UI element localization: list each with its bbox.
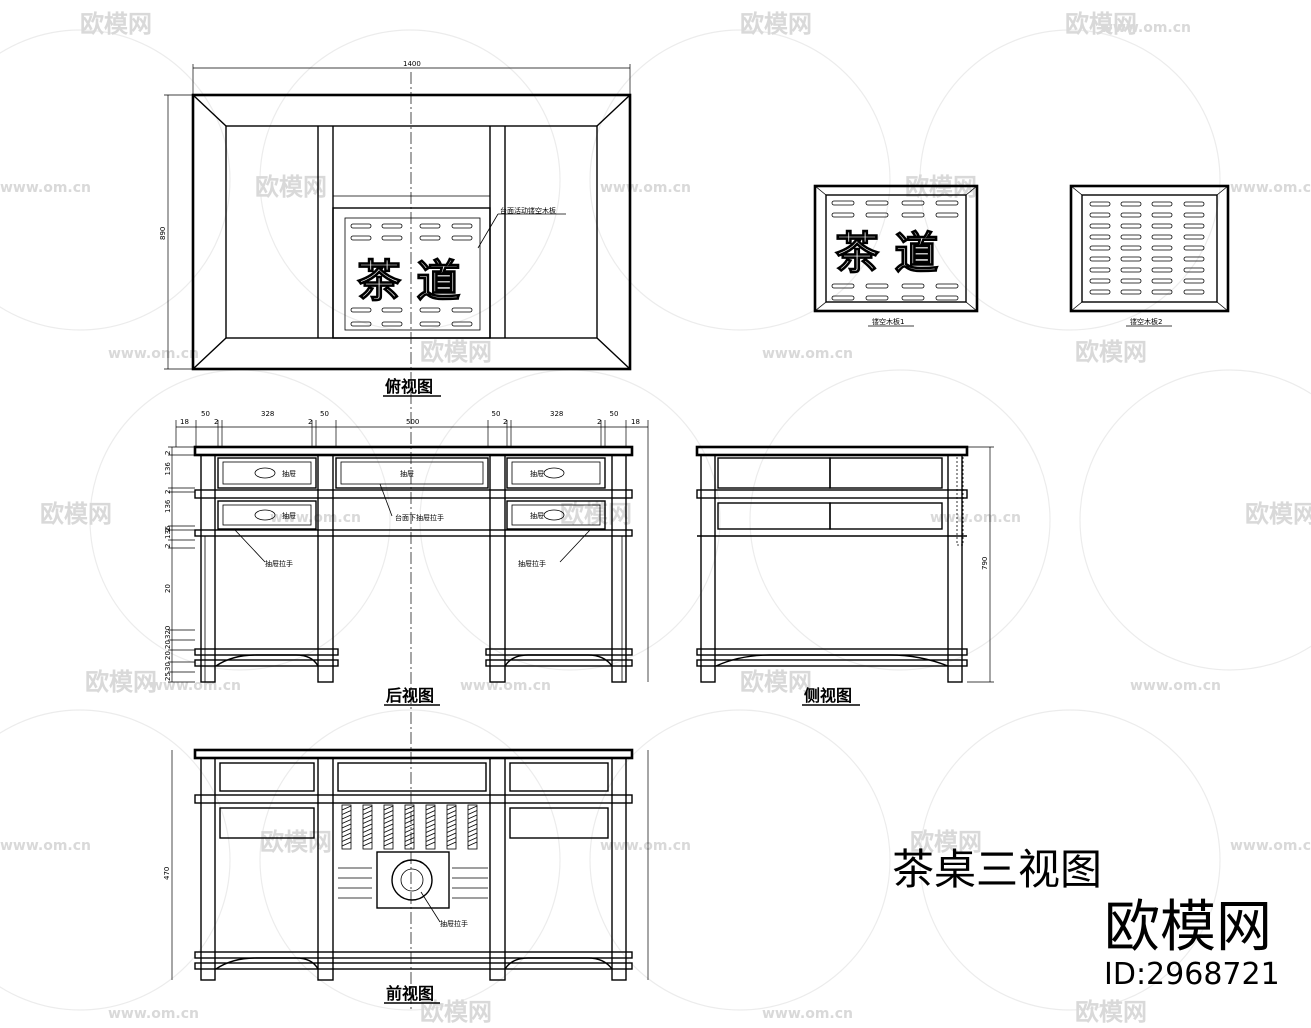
watermark-brand: 欧模网	[40, 500, 112, 528]
svg-text:抽屉: 抽屉	[282, 469, 296, 478]
svg-text:台面下抽屉拉手: 台面下抽屉拉手	[395, 513, 444, 522]
rear-left-dim-value: 30	[164, 662, 172, 671]
tea-carving-text: 茶 道	[357, 256, 460, 307]
rear-left-dim-value: 136	[164, 462, 172, 476]
rear-left-dim-value: 20	[164, 640, 172, 649]
watermark-url: www.om.cn	[1230, 838, 1311, 854]
watermark-brand: 欧模网	[560, 500, 632, 528]
watermark-layer: 欧模网欧模网欧模网欧模网欧模网欧模网欧模网欧模网欧模网欧模网欧模网欧模网欧模网欧…	[0, 10, 1311, 1026]
rear-left-dim-value: 20	[164, 584, 172, 593]
rear-top-dim-value: 328	[261, 410, 274, 418]
rear-left-dim-value: 2	[164, 528, 172, 532]
watermark-url: www.om.cn	[930, 510, 1021, 526]
panel-detail-2: 镂空木板2	[1069, 184, 1230, 327]
brand-id: ID:2968721	[1104, 957, 1280, 992]
watermark-brand: 欧模网	[910, 828, 982, 856]
rear-top-dim-value: 2	[503, 418, 507, 426]
watermark-url: www.om.cn	[108, 346, 199, 362]
rear-top-dim-value: 50	[320, 410, 329, 418]
watermark-brand: 欧模网	[740, 10, 812, 38]
watermark-url: www.om.cn	[1230, 180, 1311, 196]
svg-text:抽屉: 抽屉	[530, 469, 544, 478]
rear-left-dim-value: 320	[164, 626, 172, 639]
side-view-label: 侧视图	[804, 686, 852, 705]
top-panel-note: 台面活动镂空木板	[500, 206, 556, 215]
rear-top-dim-value: 18	[631, 418, 640, 426]
side-view: 790 侧视图	[695, 445, 994, 706]
watermark-url: www.om.cn	[762, 346, 853, 362]
rear-left-dim-value: 2	[164, 490, 172, 494]
drawing-title: 茶桌三视图	[892, 845, 1102, 894]
panel-detail-1: 茶 道 镂空木板1	[813, 184, 979, 327]
watermark-url: www.om.cn	[460, 678, 551, 694]
side-height-dim: 790	[981, 557, 989, 570]
watermark-brand: 欧模网	[1065, 10, 1137, 38]
rear-top-dim-value: 500	[406, 418, 419, 426]
watermark-brand: 欧模网	[740, 668, 812, 696]
watermark-brand: 欧模网	[80, 10, 152, 38]
rear-top-dim-value: 2	[597, 418, 601, 426]
svg-text:抽屉: 抽屉	[400, 469, 414, 478]
brand-logo: 欧模网	[1104, 895, 1272, 960]
watermark-url: www.om.cn	[600, 180, 691, 196]
overall-width-dim: 1400	[403, 60, 421, 68]
overall-depth-dim: 890	[159, 227, 167, 240]
svg-text:抽屉拉手: 抽屉拉手	[265, 559, 293, 568]
watermark-url: www.om.cn	[1100, 20, 1191, 36]
front-view-label: 前视图	[386, 984, 434, 1003]
rear-top-dim-value: 50	[201, 410, 210, 418]
watermark-url: www.om.cn	[600, 838, 691, 854]
watermark-url: www.om.cn	[762, 1006, 853, 1022]
top-view-label: 俯视图	[385, 377, 433, 396]
svg-text:抽屉: 抽屉	[282, 511, 296, 520]
rear-top-dim-value: 50	[492, 410, 501, 418]
rear-top-dim-value: 328	[550, 410, 563, 418]
rear-view-label: 后视图	[386, 686, 434, 705]
top-view: 茶 道 台面活动镂空木板 1400 890 俯视图	[159, 60, 632, 1012]
watermark-brand: 欧模网	[1075, 998, 1147, 1026]
detail-2-caption: 镂空木板2	[1130, 317, 1162, 326]
svg-text:抽屉拉手: 抽屉拉手	[518, 559, 546, 568]
watermark-brand: 欧模网	[260, 828, 332, 856]
rear-left-dim-value: 136	[164, 525, 172, 539]
rear-left-dim-value: 25	[164, 672, 172, 681]
watermark-url: www.om.cn	[0, 838, 91, 854]
rear-left-dim-value: 2	[164, 451, 172, 455]
front-view: 抽屉拉手 470 前视图	[163, 748, 649, 1004]
watermark-brand: 欧模网	[255, 173, 327, 201]
rear-left-dim-value: 20	[164, 651, 172, 660]
rear-top-dim-value: 2	[308, 418, 312, 426]
detail-carving-text: 茶 道	[835, 228, 938, 279]
rear-left-dim-value: 136	[164, 499, 172, 513]
watermark-brand: 欧模网	[1245, 500, 1311, 528]
rear-top-dim-value: 2	[214, 418, 218, 426]
watermark-brand: 欧模网	[85, 668, 157, 696]
watermark-brand: 欧模网	[420, 338, 492, 366]
rear-top-dim-value: 50	[610, 410, 619, 418]
rear-view: 抽屉 抽屉 抽屉 抽屉 抽屉 台面下抽屉拉手 抽屉拉手 抽屉拉手 1850232…	[164, 410, 649, 706]
watermark-url: www.om.cn	[1130, 678, 1221, 694]
watermark-url: www.om.cn	[108, 1006, 199, 1022]
watermark-url: www.om.cn	[0, 180, 91, 196]
svg-text:抽屉: 抽屉	[530, 511, 544, 520]
rear-left-dim-value: 2	[164, 544, 172, 548]
svg-text:抽屉拉手: 抽屉拉手	[440, 919, 468, 928]
rear-top-dim-value: 18	[180, 418, 189, 426]
front-left-dim: 470	[163, 867, 171, 880]
watermark-brand: 欧模网	[1075, 338, 1147, 366]
detail-1-caption: 镂空木板1	[872, 317, 904, 326]
